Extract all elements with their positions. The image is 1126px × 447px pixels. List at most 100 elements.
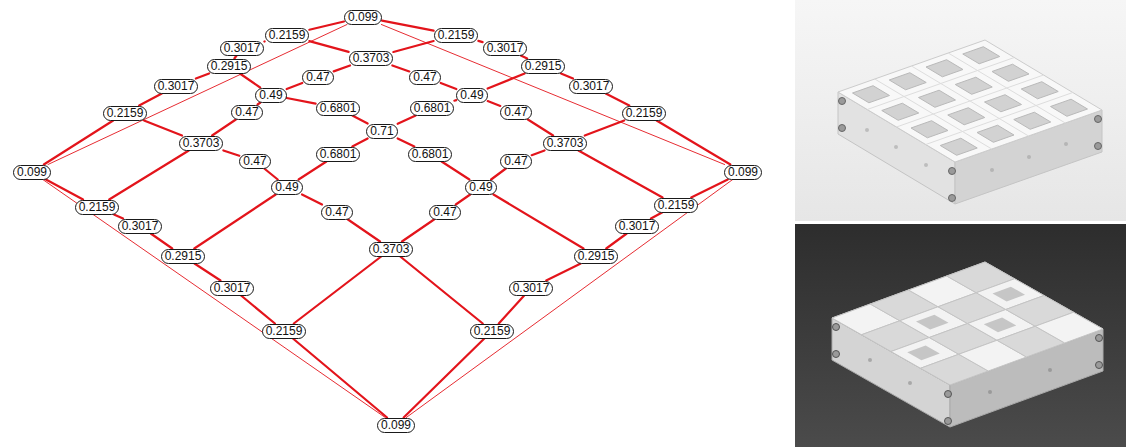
pin-hole <box>865 128 869 132</box>
value-tag: 0.2159 <box>622 106 667 121</box>
grid-member <box>488 101 501 106</box>
pin-hole <box>1027 155 1031 159</box>
value-tag: 0.3017 <box>154 79 199 94</box>
value-tag: 0.099 <box>344 10 382 25</box>
pin-hole <box>868 358 872 362</box>
grid-member <box>499 296 524 324</box>
value-tag: 0.6801 <box>316 101 361 116</box>
value-text: 0.2159 <box>658 199 695 212</box>
value-text: 0.3017 <box>513 282 550 295</box>
value-tag: 0.2915 <box>161 249 206 264</box>
grid-member <box>651 213 662 219</box>
photo-background <box>795 224 1126 447</box>
grid-member <box>348 220 380 242</box>
value-tag: 0.3017 <box>569 79 614 94</box>
value-tag: 0.49 <box>465 180 496 195</box>
tilted-blocks <box>832 262 1103 385</box>
value-tag: 0.2915 <box>574 249 619 264</box>
value-tag: 0.2159 <box>75 200 120 215</box>
square-recess <box>926 60 963 77</box>
pin-hole <box>990 168 994 172</box>
outline-line <box>43 180 385 418</box>
value-text: 0.71 <box>370 125 393 138</box>
outline-line <box>48 25 347 165</box>
grid-member <box>691 180 728 198</box>
value-text: 0.3017 <box>619 220 656 233</box>
block-grid <box>838 40 1102 162</box>
grid-member <box>546 264 581 281</box>
grid-member <box>404 339 485 418</box>
grid-member <box>657 121 731 165</box>
grid-member <box>223 150 239 155</box>
value-text: 0.3017 <box>158 80 195 93</box>
grid-member <box>44 121 113 165</box>
square-recess <box>948 108 985 125</box>
grid-member <box>302 195 322 205</box>
tilted-block <box>1035 312 1103 343</box>
square-recess <box>992 64 1029 81</box>
slab-top <box>838 40 1102 162</box>
square-recess <box>977 125 1014 142</box>
outline-line <box>406 180 732 418</box>
square-recess <box>889 73 926 90</box>
value-text: 0.099 <box>348 11 378 24</box>
grid-member <box>294 257 381 324</box>
square-recess <box>882 103 919 120</box>
grid-member <box>46 180 83 200</box>
square-recess <box>1051 99 1088 116</box>
grid-member <box>139 94 162 106</box>
grid-member <box>287 98 316 104</box>
value-tag: 0.6801 <box>410 101 455 116</box>
slab-top <box>832 262 1103 385</box>
value-tag: 0.47 <box>409 70 440 85</box>
grid-member <box>521 56 527 59</box>
grid-member <box>309 41 348 52</box>
value-text: 0.099 <box>17 166 47 179</box>
value-text: 0.47 <box>433 206 456 219</box>
grid-member <box>454 99 456 102</box>
value-tag: 0.2159 <box>262 324 307 339</box>
value-text: 0.2159 <box>269 29 306 42</box>
square-recess <box>916 315 949 330</box>
value-tag: 0.47 <box>302 70 333 85</box>
bolt <box>839 98 846 105</box>
grid-member <box>398 116 416 124</box>
bolt <box>833 324 840 331</box>
value-tag: 0.2159 <box>470 324 515 339</box>
value-tag: 0.2915 <box>521 59 566 74</box>
value-tag: 0.2159 <box>103 106 148 121</box>
value-text: 0.2915 <box>578 250 615 263</box>
value-tag: 0.3017 <box>615 219 660 234</box>
bolt <box>1095 116 1102 123</box>
value-text: 0.47 <box>243 155 266 168</box>
value-tag: 0.47 <box>429 205 460 220</box>
grid-member <box>392 66 409 72</box>
value-tag: 0.49 <box>456 88 487 103</box>
value-text: 0.2159 <box>474 325 511 338</box>
value-tag: 0.3017 <box>210 281 255 296</box>
value-text: 0.47 <box>504 106 527 119</box>
grid-member <box>241 296 275 324</box>
grid-member <box>299 162 327 180</box>
value-text: 0.3703 <box>373 243 410 256</box>
grid-member <box>606 94 630 106</box>
value-tag: 0.3017 <box>483 41 528 56</box>
value-tag: 0.71 <box>366 124 397 139</box>
value-text: 0.3017 <box>214 282 251 295</box>
grid-member <box>585 121 625 136</box>
value-tag: 0.3017 <box>118 219 163 234</box>
grid-member <box>263 40 265 42</box>
value-tag: 0.6801 <box>408 147 453 162</box>
value-text: 0.6801 <box>320 148 357 161</box>
grid-member <box>578 151 662 198</box>
grid-member <box>478 41 482 42</box>
grid-member <box>352 116 367 124</box>
grid-member <box>240 74 260 88</box>
square-recess <box>993 287 1026 302</box>
grid-member <box>441 83 457 89</box>
bolt <box>945 391 952 398</box>
square-recess <box>985 95 1022 112</box>
grid-member <box>151 234 173 249</box>
bolt <box>949 168 956 175</box>
square-recess <box>963 47 1000 64</box>
